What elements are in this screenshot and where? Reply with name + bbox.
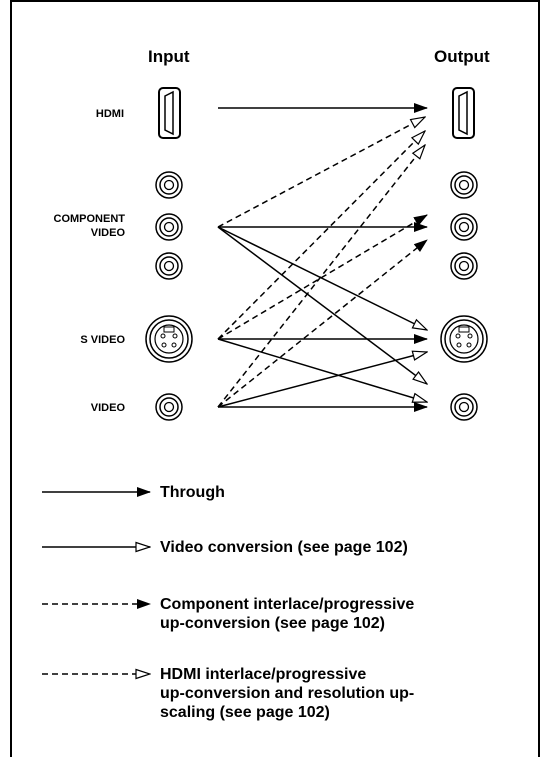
video-to-svideo [217, 352, 427, 408]
video-to-hdmi [217, 145, 425, 408]
component-input-jack-1 [155, 171, 183, 199]
component-output-jack-2 [450, 213, 478, 241]
legend-through-label: Through [160, 484, 225, 501]
legend-component-line1: Component interlace/progressive [160, 596, 415, 613]
legend-component-line2: up-conversion (see page 102) [160, 615, 385, 632]
component-input-jack-2 [155, 213, 183, 241]
legend-hdmi-label: HDMI interlace/progressive up-conversion… [160, 665, 530, 722]
component-label: COMPONENT VIDEO [30, 212, 126, 240]
component-output-jack-1 [450, 171, 478, 199]
hdmi-label: HDMI [95, 108, 124, 120]
video-output-jack [450, 393, 478, 421]
legend-video-conversion-label: Video conversion (see page 102) [160, 539, 408, 556]
legend-arrows [42, 487, 151, 674]
video-input-jack [155, 393, 183, 421]
legend-hdmi-line2: up-conversion and resolution up- [160, 685, 415, 702]
legend-hdmi-line3: scaling (see page 102) [160, 704, 330, 721]
hdmi-output-connector [452, 87, 475, 139]
video-conversion-connections [217, 226, 427, 408]
component-to-hdmi [217, 117, 425, 228]
hdmi-input-connector [158, 87, 181, 139]
video-to-component [217, 239, 428, 408]
svideo-input-connector [145, 315, 193, 363]
diagram-frame [10, 0, 540, 757]
svideo-to-hdmi [217, 131, 425, 340]
svideo-to-component [217, 214, 428, 340]
component-label-line2: VIDEO [90, 227, 125, 239]
svideo-label: S VIDEO [80, 334, 125, 346]
component-to-video [217, 226, 427, 384]
input-header: Input [148, 47, 190, 66]
component-label-line1: COMPONENT [53, 213, 126, 225]
svideo-output-connector [440, 315, 488, 363]
component-output-jack-3 [450, 252, 478, 280]
component-to-svideo [217, 226, 427, 330]
through-connections [218, 103, 428, 412]
component-upconversion-connections [217, 214, 428, 408]
legend-component-label: Component interlace/progressive up-conve… [160, 595, 530, 633]
svideo-to-video [217, 338, 427, 402]
video-label: VIDEO [90, 402, 125, 414]
output-header: Output [434, 47, 490, 66]
component-input-jack-3 [155, 252, 183, 280]
hdmi-upconversion-connections [217, 117, 425, 408]
legend-hdmi-line1: HDMI interlace/progressive [160, 666, 367, 683]
